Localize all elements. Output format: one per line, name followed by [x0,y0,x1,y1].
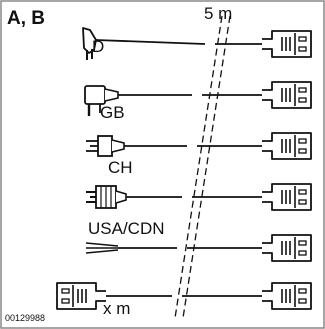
connector-bare-icon [261,234,312,262]
plug-label-usa-cdn: USA/CDN [88,219,165,238]
plug-gb-icon [84,85,106,105]
cable-gb [84,81,312,116]
panel-label: A, B [7,8,45,29]
connector-usa-icon [261,183,312,211]
figure-id: 00129988 [5,313,46,323]
plug-label-d: D [92,37,105,56]
plug-label-gb: GB [100,103,125,122]
cable-ch [86,132,312,160]
length-break-marks [174,15,231,319]
connector-gb-icon [261,81,312,109]
bare-wires-icon [85,242,119,247]
cable-bare-ends [85,234,312,262]
length-label-fixed: 5 m [204,4,233,23]
connector-right-icon [261,282,312,310]
cable-d [82,27,312,60]
connector-d-icon [261,30,312,58]
connector-left-icon [56,282,107,310]
plug-d-icon [82,27,97,54]
plug-ch-icon [97,135,113,157]
plug-label-ch: CH [108,158,133,177]
cable-extension [56,282,312,310]
connector-ch-icon [261,132,312,160]
cable-usa-cdn [86,183,312,211]
length-label-variable: x m [103,299,131,318]
